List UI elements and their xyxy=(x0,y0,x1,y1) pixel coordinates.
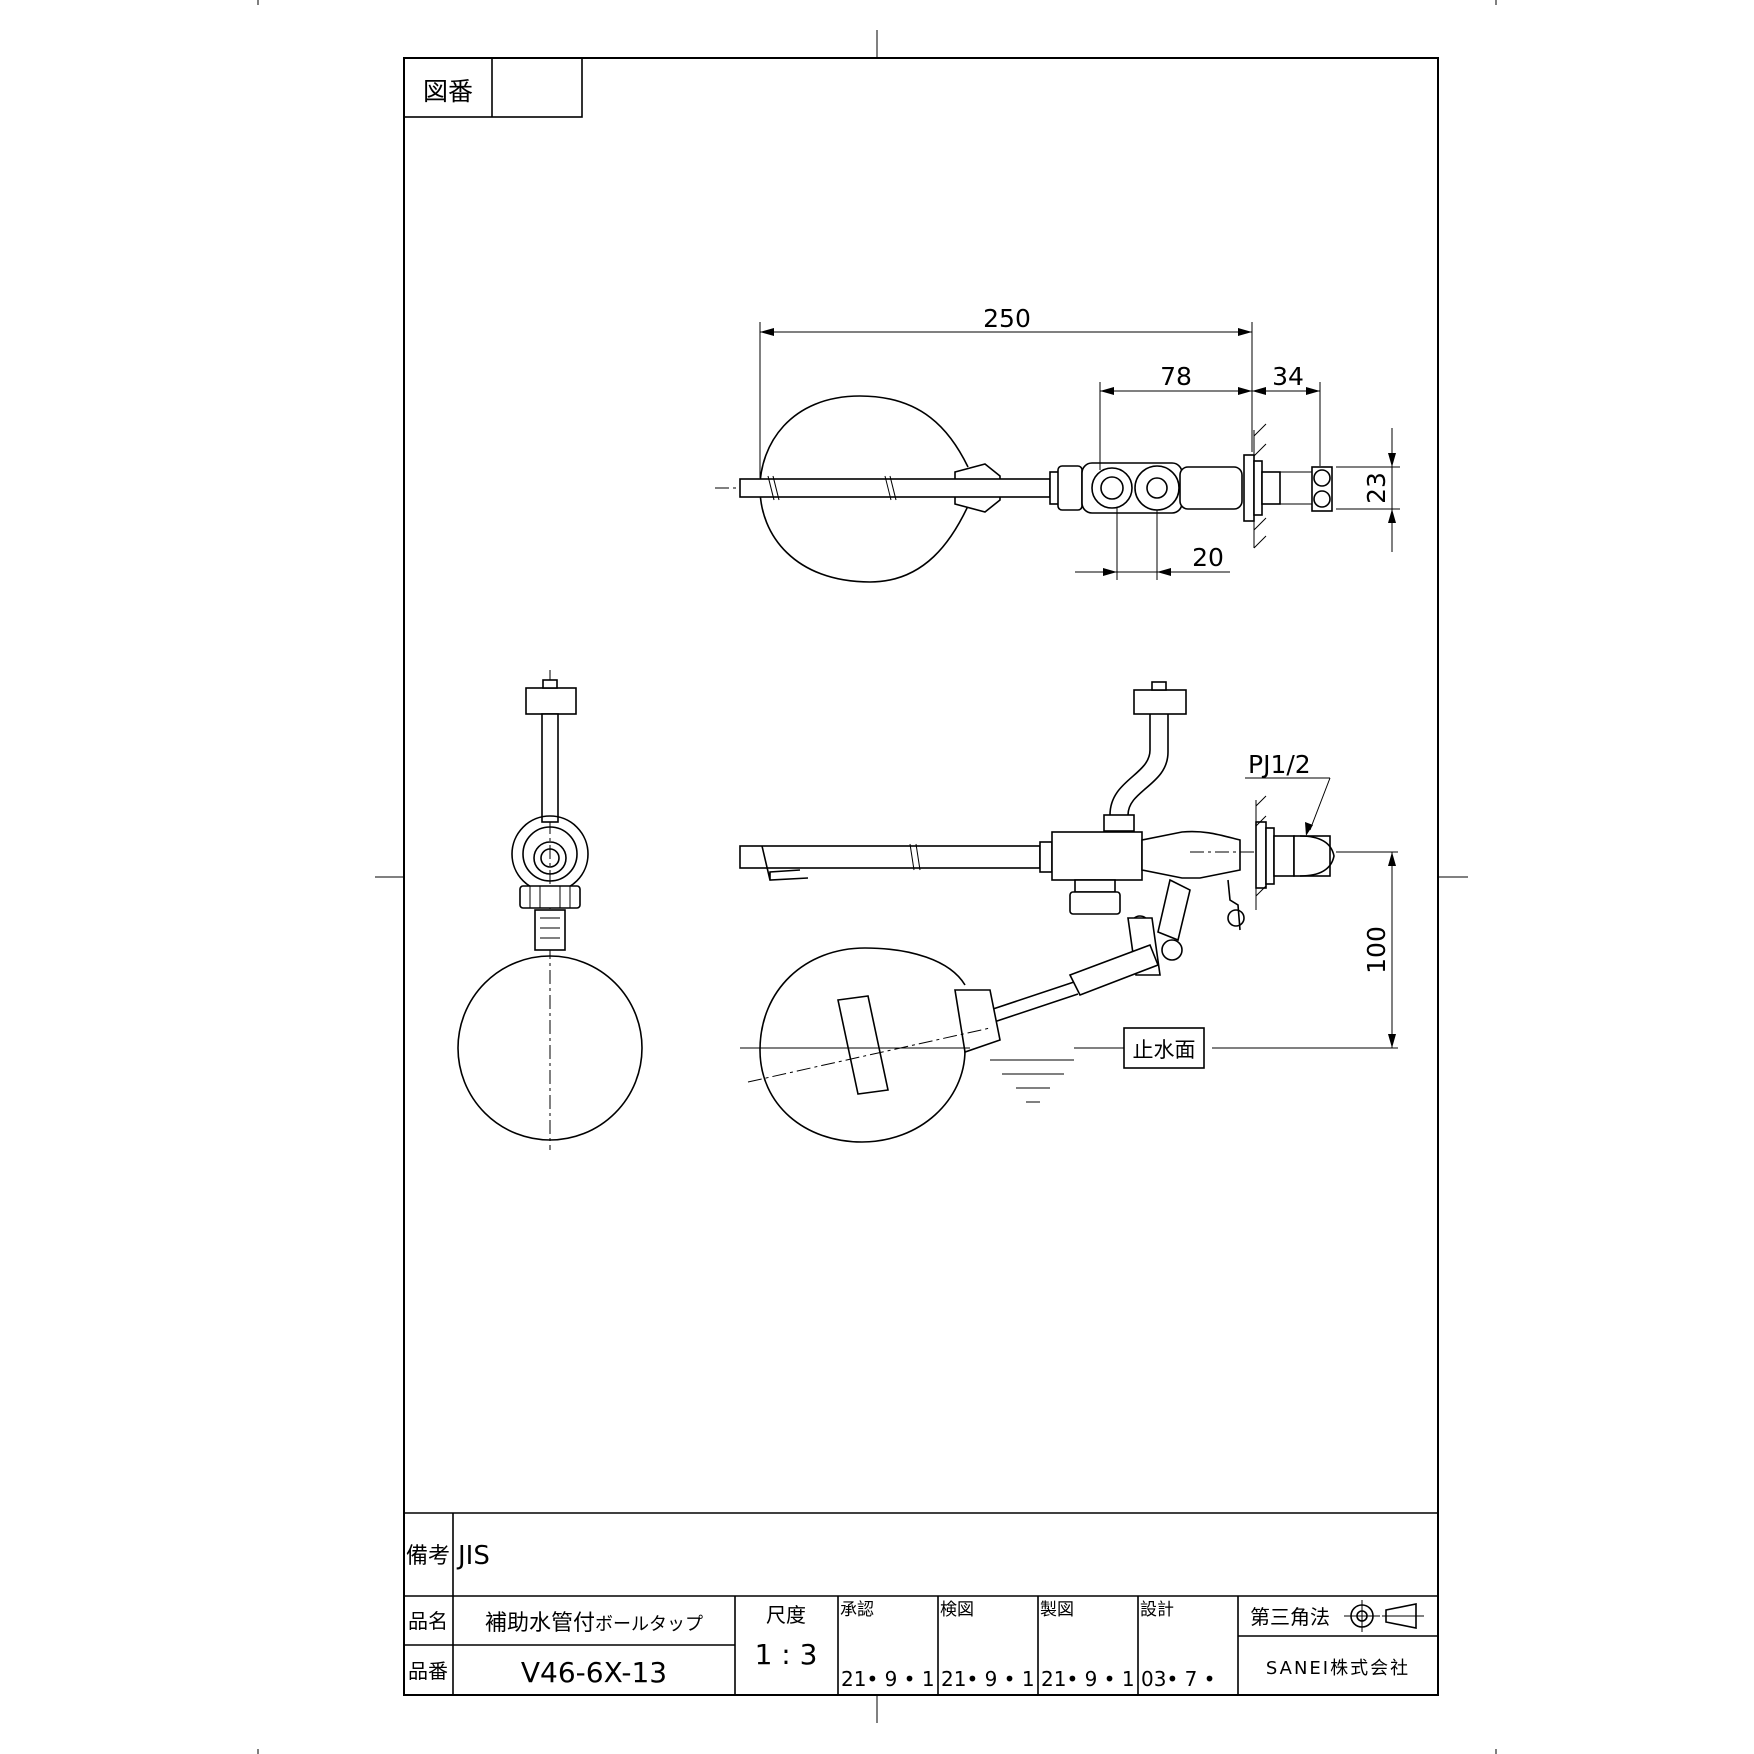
dim-water-level-height: 100 xyxy=(1362,926,1391,974)
check-date: 21• 9 • 1 xyxy=(941,1667,1035,1691)
company-name: SANEI株式会社 xyxy=(1266,1658,1410,1679)
flange-front xyxy=(1255,821,1267,889)
drawing-number-box: 図番 xyxy=(403,57,583,118)
remarks-value: JIS xyxy=(456,1541,490,1571)
approval-label: 承認 xyxy=(840,1600,874,1620)
projection-label: 第三角法 xyxy=(1250,1605,1330,1629)
centering-marks xyxy=(257,0,1497,1754)
dimensions-front: PJ1/2 100 止水面 xyxy=(1074,750,1398,1069)
float-arm-front xyxy=(739,845,1041,869)
product-name-main: 補助水管付 xyxy=(485,1611,595,1636)
aux-pipe xyxy=(1109,714,1151,816)
scale-label: 尺度 xyxy=(766,1603,806,1627)
approval-date: 21• 9 • 1 xyxy=(841,1667,935,1691)
supply-nut-top xyxy=(1311,466,1333,512)
float-rod xyxy=(989,981,1075,1011)
valve-body-front xyxy=(1051,831,1143,881)
dim-nut-width: 23 xyxy=(1362,472,1391,504)
design-label: 設計 xyxy=(1140,1600,1174,1620)
front-view xyxy=(739,681,1335,1143)
product-name-label: 品名 xyxy=(408,1609,448,1633)
part-no-label: 品番 xyxy=(408,1659,448,1683)
top-view xyxy=(715,395,1333,583)
remarks-label: 備考 xyxy=(406,1544,450,1569)
water-stop-level-label: 止水面 xyxy=(1133,1038,1196,1062)
dim-overall-length: 250 xyxy=(983,304,1031,333)
float-ball-side xyxy=(457,955,643,1141)
dim-offset: 20 xyxy=(1192,543,1224,572)
product-name-sub: ボールタップ xyxy=(595,1614,703,1635)
product-name-value: 補助水管付ボールタップ xyxy=(485,1611,703,1636)
check-label: 検図 xyxy=(940,1600,974,1620)
dim-flange-length: 34 xyxy=(1272,362,1304,391)
design-date: 03• 7 • xyxy=(1141,1667,1215,1691)
float-ball-front xyxy=(759,947,966,1143)
dim-body-length: 78 xyxy=(1160,362,1192,391)
part-no-value: V46-6X-13 xyxy=(521,1656,667,1689)
scale-value: 1 : 3 xyxy=(755,1638,818,1671)
third-angle-projection-icon xyxy=(1344,1600,1424,1632)
thread-spec-label: PJ1/2 xyxy=(1248,750,1311,779)
flange-top xyxy=(1243,454,1255,522)
side-view xyxy=(457,670,643,1150)
drafting-label: 製図 xyxy=(1040,1600,1074,1620)
drafting-date: 21• 9 • 1 xyxy=(1041,1667,1135,1691)
dimensions-top: 250 78 34 23 20 xyxy=(759,304,1400,580)
drawing-frame xyxy=(403,57,1439,1696)
drawing-number-label: 図番 xyxy=(423,77,473,106)
title-block: 備考 JIS 品名 補助水管付ボールタップ 品番 V46-6X-13 尺度 1 … xyxy=(404,1512,1438,1695)
